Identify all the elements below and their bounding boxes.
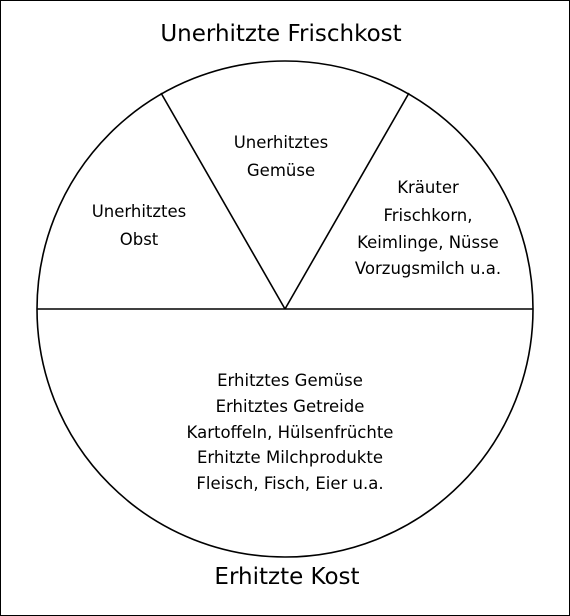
segment-gemuese-line-1: Unerhitztes [234,133,329,152]
segment-gemuese-line-2: Gemüse [247,161,315,180]
segment-erhitzt-line-2: Erhitztes Getreide [216,397,365,416]
segment-erhitzt-line-1: Erhitztes Gemüse [217,371,363,390]
segment-erhitzt-line-4: Erhitzte Milchprodukte [197,448,383,467]
segment-kraeuter: Kräuter Frischkorn, Keimlinge, Nüsse Vor… [355,178,501,278]
top-title: Unerhitzte Frischkost [160,21,401,47]
segment-obst-line-2: Obst [120,230,159,249]
right-radial-divider [284,92,410,310]
segment-erhitzt-line-5: Fleisch, Fisch, Eier u.a. [196,474,383,493]
segment-kraeuter-line-4: Vorzugsmilch u.a. [355,259,501,278]
segment-kraeuter-line-1: Kräuter [397,178,459,197]
segment-gemuese: Unerhitztes Gemüse [234,133,329,180]
segment-erhitzt-line-3: Kartoffeln, Hülsenfrüchte [187,423,394,442]
segment-erhitzt: Erhitztes Gemüse Erhitztes Getreide Kart… [187,371,394,493]
segment-kraeuter-line-3: Keimlinge, Nüsse [357,233,499,252]
segment-obst-line-1: Unerhitztes [92,202,187,221]
left-radial-divider [160,92,286,310]
segment-obst: Unerhitztes Obst [92,202,187,249]
segment-kraeuter-line-2: Frischkorn, [383,206,472,225]
bottom-title: Erhitzte Kost [214,564,359,590]
